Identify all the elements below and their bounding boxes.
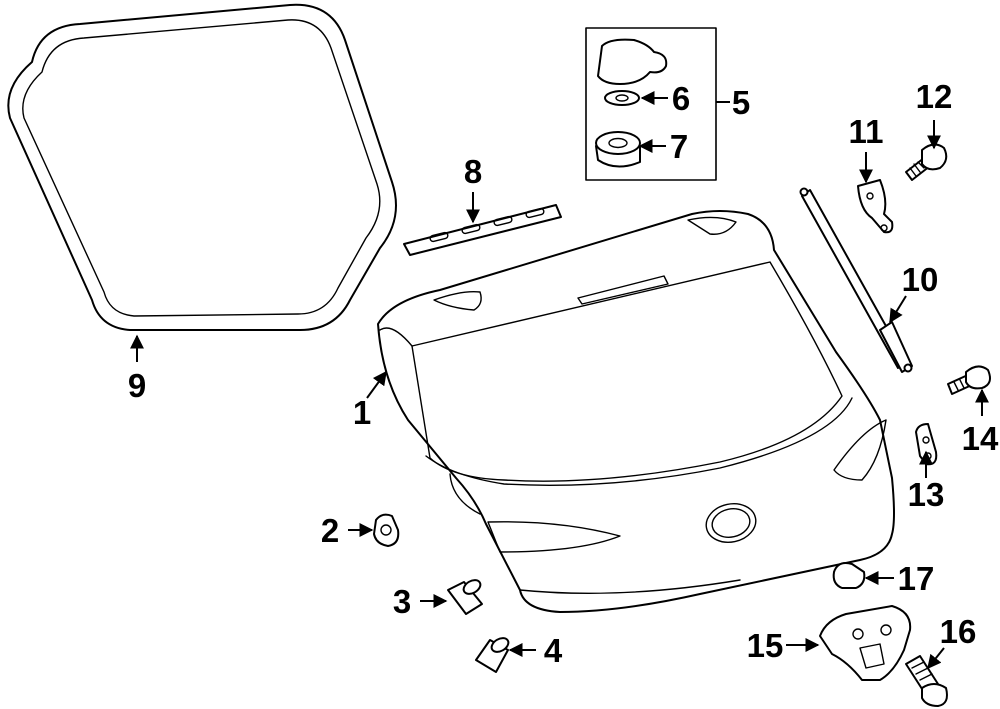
callout-7: 7 bbox=[670, 128, 688, 165]
part-11-hinge bbox=[857, 179, 894, 234]
part-17-clip bbox=[832, 562, 866, 589]
bracket-icon bbox=[597, 38, 668, 85]
callout-5: 5 bbox=[732, 84, 750, 121]
leader-10 bbox=[889, 295, 907, 324]
callout-12: 12 bbox=[916, 78, 953, 115]
part-4-cushion bbox=[475, 637, 510, 673]
part-3-cushion bbox=[447, 579, 483, 615]
part-2-clip bbox=[373, 513, 400, 547]
callout-3: 3 bbox=[393, 583, 411, 620]
callout-6: 6 bbox=[672, 80, 690, 117]
part-8-molding bbox=[403, 204, 562, 256]
part-14-bolt bbox=[947, 365, 991, 395]
part-1-back-door bbox=[377, 210, 895, 613]
part-6-washer bbox=[604, 90, 640, 106]
callout-4: 4 bbox=[544, 632, 563, 669]
leader-1 bbox=[366, 370, 387, 399]
part-15-latch bbox=[819, 605, 912, 681]
part-9-weatherstrip bbox=[7, 3, 397, 331]
callout-9: 9 bbox=[128, 367, 146, 404]
part-5-group bbox=[585, 27, 717, 181]
callout-10: 10 bbox=[902, 261, 939, 298]
callout-labels: 1 2 3 4 5 6 7 8 9 10 11 12 13 14 15 16 1… bbox=[128, 78, 999, 669]
callout-17: 17 bbox=[898, 560, 935, 597]
callout-13: 13 bbox=[908, 476, 945, 513]
leader-lines bbox=[130, 91, 989, 670]
part-7-nut bbox=[595, 131, 641, 168]
callout-2: 2 bbox=[321, 512, 339, 549]
callout-14: 14 bbox=[962, 420, 999, 457]
part-12-bolt bbox=[905, 143, 948, 181]
callout-8: 8 bbox=[464, 153, 482, 190]
callout-11: 11 bbox=[849, 113, 884, 150]
leader-16 bbox=[927, 647, 945, 670]
callout-16: 16 bbox=[940, 613, 977, 650]
part-10-strut bbox=[799, 187, 913, 373]
callout-1: 1 bbox=[353, 394, 371, 431]
callout-15: 15 bbox=[747, 627, 784, 664]
part-16-bolt bbox=[905, 655, 948, 707]
